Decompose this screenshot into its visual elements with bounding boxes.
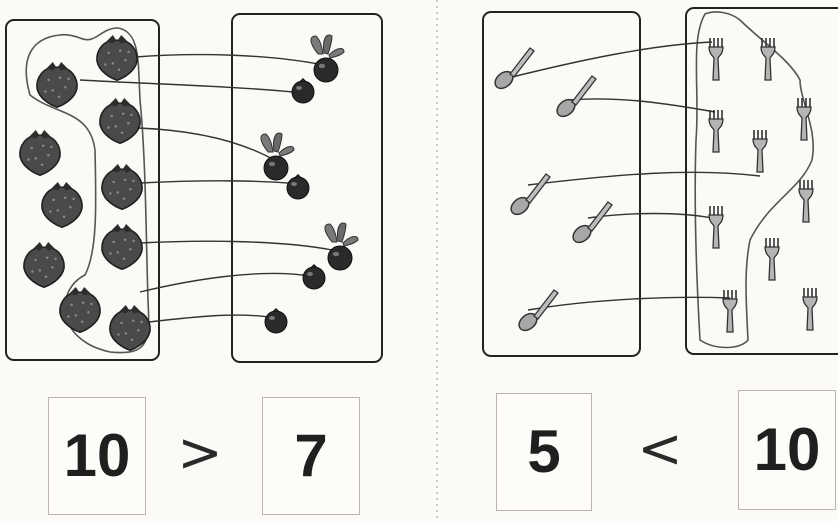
fork-icon [709,110,723,152]
spoon-icon [554,76,596,120]
fork-icon [753,130,767,172]
strawberry-icon [42,182,82,227]
right-comparison-panel [483,8,838,356]
left-comparison-sign: > [172,426,228,480]
spoon-icon [508,174,550,218]
berry-icon [292,79,314,103]
fork-icon [765,238,779,280]
berry-with-leaves-icon [311,35,344,82]
strawberry-icon [100,98,140,143]
berry-icon [303,265,325,289]
strawberry-icon [102,224,142,269]
right-group-b-count: 10 [754,420,821,480]
fork-icon [709,206,723,248]
right-group-a-count-box: 5 [496,393,592,511]
strawberry-icon [20,130,60,175]
left-group-a-count: 10 [64,426,131,486]
fork-icon [799,180,813,222]
berry-icon [287,175,309,199]
spoon-icon [492,48,534,92]
left-group-b-count-box: 7 [262,397,360,515]
strawberry-icon [60,287,100,332]
strawberry-icon [102,164,142,209]
match-lines-right [500,42,760,310]
spoon-group-frame [483,12,640,356]
spoon-items [492,48,612,334]
fork-icon [723,290,737,332]
berry-with-leaves-icon [325,223,358,270]
right-comparison-sign: < [632,422,688,476]
fork-icon [803,288,817,330]
strawberry-icon [37,62,77,107]
right-group-a-count: 5 [527,422,560,482]
fork-icon [709,38,723,80]
berry-icon [265,309,287,333]
left-comparison-panel [6,14,382,362]
spoon-icon [570,202,612,246]
strawberry-icon [97,35,137,80]
left-group-a-count-box: 10 [48,397,146,515]
right-group-b-count-box: 10 [738,390,836,510]
berry-items [261,35,358,333]
spoon-icon [516,290,558,334]
left-group-b-count: 7 [294,426,327,486]
strawberry-icon [24,242,64,287]
berry-with-leaves-icon [261,133,294,180]
